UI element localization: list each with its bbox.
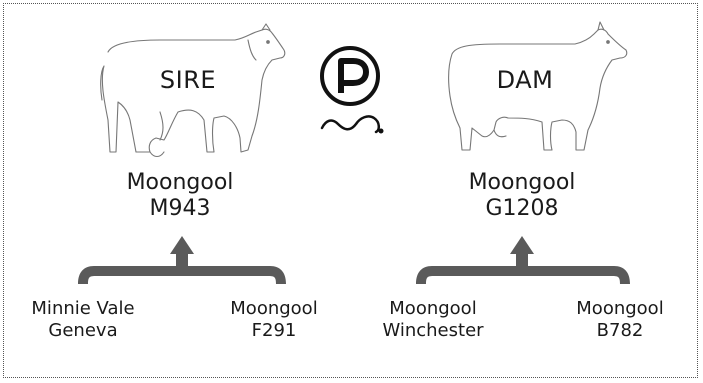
pedigree-frame [3, 3, 698, 378]
dam-parent-1-line2: Winchester [382, 319, 484, 341]
dam-tag: DAM [496, 66, 554, 94]
sire-parent-1-line2: Geneva [48, 319, 118, 341]
sire-parent-2: Moongool F291 [214, 298, 334, 341]
cow-outline-icon [448, 21, 628, 151]
sire-name-line1: Moongool [126, 170, 234, 195]
sire-parent-2-line2: F291 [251, 319, 297, 341]
dam-name: Moongool G1208 [452, 170, 592, 223]
sire-name-line2: M943 [149, 196, 211, 222]
dam-parent-1-line1: Moongool [389, 298, 477, 319]
sire-name: Moongool M943 [110, 170, 250, 223]
dam-bracket-arrow-icon [416, 236, 630, 284]
dam-parent-1: Moongool Winchester [368, 298, 498, 341]
sire-tag: SIRE [159, 66, 217, 94]
dam-name-line1: Moongool [468, 170, 576, 195]
polled-p-icon [320, 46, 384, 134]
bull-outline-icon [100, 23, 286, 158]
sire-parent-1: Minnie Vale Geneva [18, 298, 148, 341]
sire-bracket-arrow-icon [78, 236, 286, 284]
dam-parent-2-line1: Moongool [576, 298, 664, 319]
sire-parent-2-line1: Moongool [230, 298, 318, 319]
dam-parent-2: Moongool B782 [560, 298, 680, 341]
dam-parent-2-line2: B782 [596, 319, 644, 341]
sire-parent-1-line1: Minnie Vale [31, 298, 135, 319]
dam-name-line2: G1208 [485, 196, 559, 222]
